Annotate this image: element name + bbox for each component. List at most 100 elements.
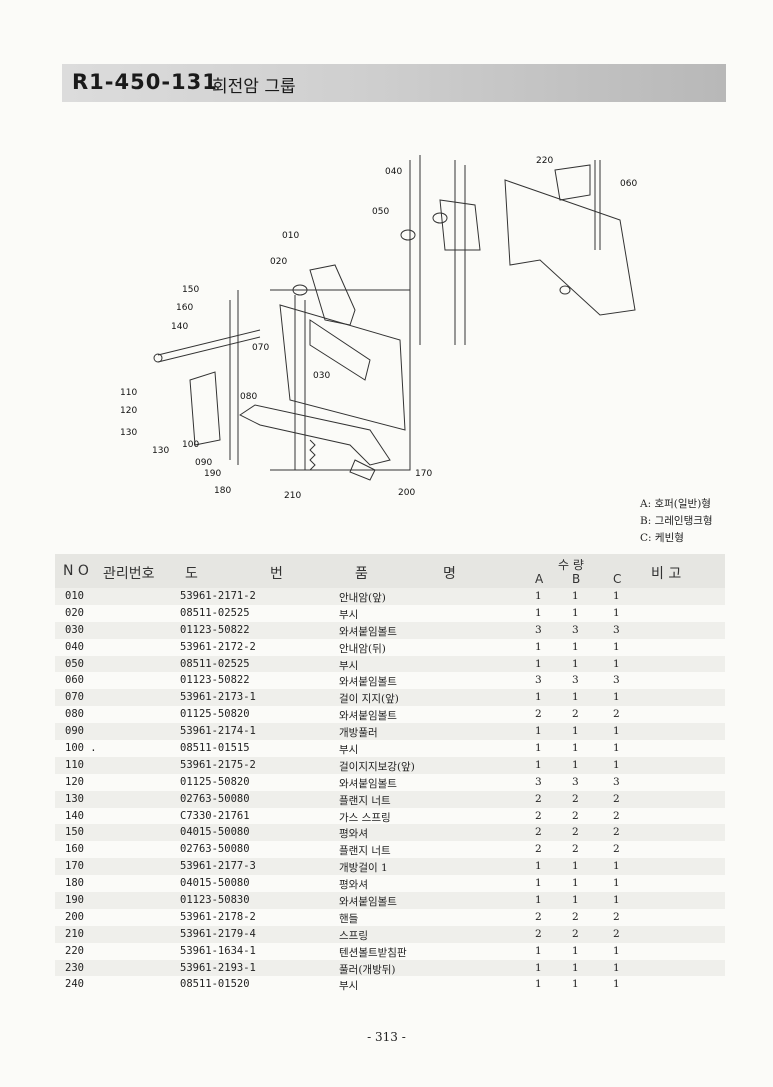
drawing-no: 53961-2175-2 — [180, 758, 256, 771]
part-no: 210 — [65, 927, 84, 940]
qty-c: 1 — [613, 590, 620, 602]
qty-b: 2 — [572, 843, 579, 856]
qty-b: 1 — [572, 590, 579, 602]
part-no: 060 — [65, 674, 84, 687]
part-no: 110 — [65, 758, 84, 771]
drawing-no: 08511-01520 — [180, 978, 250, 991]
qty-b: 3 — [572, 623, 579, 636]
qty-a: 1 — [535, 860, 542, 873]
header-remarks: 비 고 — [651, 566, 682, 582]
header-name-2: 명 — [443, 566, 456, 582]
qty-c: 2 — [613, 826, 620, 839]
part-name: 와셔붙임볼트 — [339, 625, 397, 638]
header-mgmt-no: 관리번호 — [103, 566, 155, 582]
part-name: 풀러(개방뒤) — [339, 963, 396, 976]
callout-030: 030 — [313, 371, 330, 381]
part-name: 가스 스프링 — [339, 811, 391, 824]
drawing-no: 53961-2178-2 — [180, 910, 256, 923]
qty-c: 1 — [613, 758, 620, 771]
qty-b: 1 — [572, 758, 579, 771]
drawing-no: 53961-2172-2 — [180, 640, 256, 653]
part-name: 플랜지 너트 — [339, 794, 391, 807]
part-no: 150 — [65, 826, 84, 839]
qty-b: 2 — [572, 792, 579, 805]
qty-a: 1 — [535, 758, 542, 771]
qty-b: 1 — [572, 894, 579, 907]
qty-c: 2 — [613, 843, 620, 856]
qty-c: 2 — [613, 708, 620, 721]
part-name: 부시 — [339, 608, 359, 621]
legend-a: A: 호퍼(일반)형 — [640, 498, 711, 510]
callout-210: 210 — [284, 491, 301, 501]
drawing-no: 08511-01515 — [180, 742, 250, 755]
part-no: 090 — [65, 725, 84, 738]
qty-a: 1 — [535, 961, 542, 974]
callout-040: 040 — [385, 167, 402, 177]
drawing-no: C7330-21761 — [180, 809, 250, 822]
qty-b: 1 — [572, 961, 579, 974]
header-qty-c: C — [613, 572, 622, 586]
exploded-parts-diagram: 040 220 060 050 010 020 150 160 140 070 … — [110, 140, 640, 510]
qty-b: 2 — [572, 809, 579, 822]
part-no: 140 — [65, 809, 84, 822]
part-group-code: R1-450-131 — [72, 70, 218, 94]
qty-b: 1 — [572, 860, 579, 873]
part-no: 190 — [65, 894, 84, 907]
qty-b: 1 — [572, 606, 579, 619]
part-no: 020 — [65, 606, 84, 619]
part-name: 평와셔 — [339, 828, 368, 841]
callout-200: 200 — [398, 488, 415, 498]
drawing-no: 53961-1634-1 — [180, 944, 256, 957]
qty-b: 3 — [572, 775, 579, 788]
part-name: 걸이 지지(앞) — [339, 693, 399, 706]
part-group-title: 회전암 그룹 — [212, 77, 296, 97]
qty-a: 1 — [535, 640, 542, 653]
part-no: 160 — [65, 843, 84, 856]
qty-c: 1 — [613, 978, 620, 991]
legend-b: B: 그레인탱크형 — [640, 515, 713, 527]
part-name: 안내암(뒤) — [339, 642, 386, 655]
qty-c: 2 — [613, 910, 620, 923]
part-name: 부시 — [339, 980, 359, 993]
drawing-no: 53961-2177-3 — [180, 860, 256, 873]
part-name: 개방풀러 — [339, 727, 378, 740]
qty-c: 1 — [613, 606, 620, 619]
qty-c: 1 — [613, 860, 620, 873]
qty-a: 1 — [535, 944, 542, 957]
callout-020: 020 — [270, 257, 287, 267]
qty-b: 1 — [572, 944, 579, 957]
qty-a: 2 — [535, 792, 542, 805]
callout-220: 220 — [536, 156, 553, 166]
qty-b: 2 — [572, 910, 579, 923]
callout-140: 140 — [171, 322, 188, 332]
drawing-no: 04015-50080 — [180, 877, 250, 890]
page-number: - 313 - — [367, 1030, 406, 1044]
part-no: 050 — [65, 657, 84, 670]
qty-c: 1 — [613, 944, 620, 957]
callout-050: 050 — [372, 207, 389, 217]
qty-c: 1 — [613, 640, 620, 653]
callout-080: 080 — [240, 392, 257, 402]
part-name: 와셔붙임볼트 — [339, 896, 397, 909]
header-qty-b: B — [572, 572, 581, 586]
part-name: 부시 — [339, 744, 359, 757]
part-no: 230 — [65, 961, 84, 974]
qty-b: 2 — [572, 927, 579, 940]
callout-170: 170 — [415, 469, 432, 479]
qty-a: 2 — [535, 826, 542, 839]
qty-a: 3 — [535, 775, 542, 788]
qty-a: 2 — [535, 927, 542, 940]
part-name: 와셔붙임볼트 — [339, 777, 397, 790]
qty-a: 2 — [535, 708, 542, 721]
drawing-no: 01123-50822 — [180, 674, 250, 687]
callout-070: 070 — [252, 343, 269, 353]
part-name: 핸들 — [339, 912, 359, 925]
